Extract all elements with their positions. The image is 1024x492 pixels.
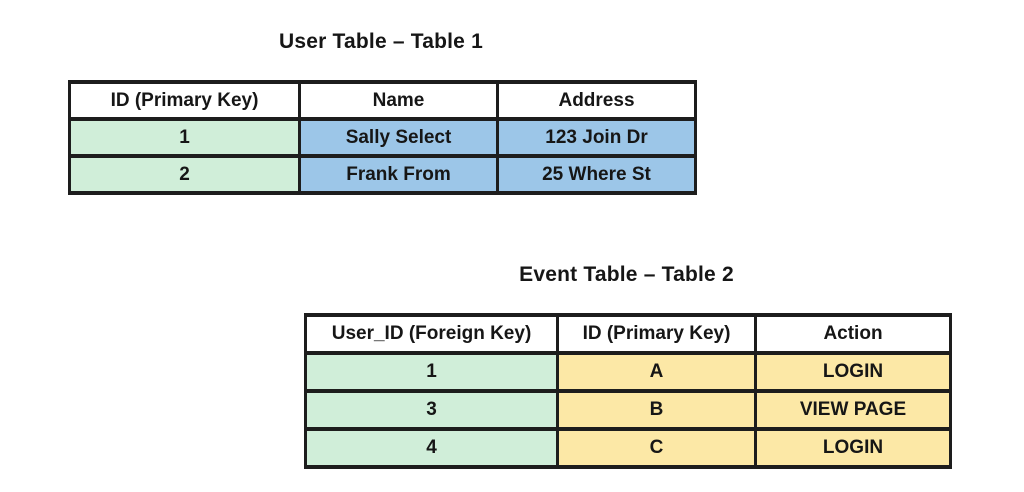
table-cell: 4	[304, 427, 559, 469]
event-table-title: Event Table – Table 2	[519, 263, 734, 286]
user-table: ID (Primary Key) Name Address 1 Sally Se…	[68, 80, 697, 195]
user-table-column-header-id: ID (Primary Key)	[68, 80, 301, 121]
user-table-row: 1 Sally Select 123 Join Dr	[68, 117, 697, 158]
table-cell: 1	[304, 351, 559, 393]
user-table-column-header-name: Name	[298, 80, 499, 121]
user-table-header-row: ID (Primary Key) Name Address	[68, 80, 697, 121]
table-cell: 2	[68, 154, 301, 195]
table-cell: B	[556, 389, 757, 431]
user-table-column-header-address: Address	[496, 80, 697, 121]
table-cell: Frank From	[298, 154, 499, 195]
event-table-row: 3 B VIEW PAGE	[304, 389, 952, 431]
table-cell: Sally Select	[298, 117, 499, 158]
table-cell: 123 Join Dr	[496, 117, 697, 158]
event-table-column-header-id: ID (Primary Key)	[556, 313, 757, 355]
table-cell: LOGIN	[754, 427, 952, 469]
table-cell: A	[556, 351, 757, 393]
event-table-row: 4 C LOGIN	[304, 427, 952, 469]
table-cell: VIEW PAGE	[754, 389, 952, 431]
table-cell: 3	[304, 389, 559, 431]
user-table-row: 2 Frank From 25 Where St	[68, 154, 697, 195]
user-table-title: User Table – Table 1	[279, 30, 483, 53]
event-table-column-header-action: Action	[754, 313, 952, 355]
table-cell: C	[556, 427, 757, 469]
event-table-row: 1 A LOGIN	[304, 351, 952, 393]
table-cell: LOGIN	[754, 351, 952, 393]
event-table-header-row: User_ID (Foreign Key) ID (Primary Key) A…	[304, 313, 952, 355]
table-cell: 25 Where St	[496, 154, 697, 195]
event-table: User_ID (Foreign Key) ID (Primary Key) A…	[304, 313, 952, 469]
event-table-column-header-user-id: User_ID (Foreign Key)	[304, 313, 559, 355]
table-cell: 1	[68, 117, 301, 158]
